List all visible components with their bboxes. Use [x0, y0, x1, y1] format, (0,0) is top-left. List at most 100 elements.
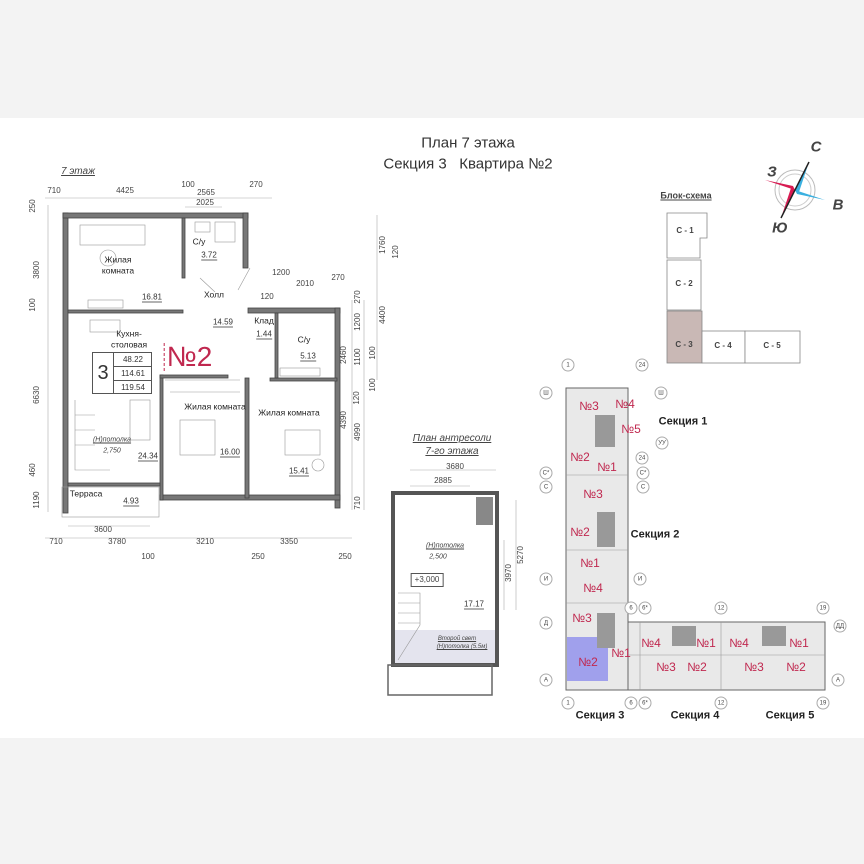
- mezzanine-ceiling-value: 2,500: [429, 553, 447, 561]
- dim: 100: [141, 552, 155, 561]
- dim: 2565: [197, 188, 215, 197]
- dim: 5270: [516, 546, 525, 564]
- dim: 250: [338, 552, 352, 561]
- key-apartment: №2: [570, 450, 590, 464]
- dim: 710: [47, 186, 61, 195]
- axis-marker: 6: [624, 696, 638, 710]
- key-apartment: №3: [572, 611, 592, 625]
- second-light-label: Второй свет: [437, 636, 477, 642]
- key-apartment: №1: [611, 646, 631, 660]
- total-area-with-terrace: 119.54: [121, 383, 145, 392]
- block-section-3[interactable]: С - 3: [675, 340, 693, 349]
- key-apartment: №4: [615, 397, 635, 411]
- room-bathroom-1-area: 3.72: [201, 250, 217, 261]
- key-apartment: №3: [744, 660, 764, 674]
- wall-cy-left: [181, 217, 186, 279]
- axis-marker: А: [539, 673, 553, 687]
- key-section-2: Секция 2: [630, 528, 680, 541]
- dim: 1190: [32, 491, 41, 509]
- mezzanine-subtitle: 7-го этажа: [425, 446, 479, 457]
- axis-marker: 12: [714, 696, 728, 710]
- wall-bed2-top: [269, 377, 338, 382]
- axis-marker: 12: [714, 601, 728, 615]
- dim: 6630: [32, 386, 41, 404]
- furniture: [61, 221, 325, 518]
- key-apartment: №4: [641, 636, 661, 650]
- key-apartment-highlighted[interactable]: №2: [578, 655, 598, 669]
- room-storage-area: 1.44: [256, 329, 272, 340]
- key-apartment: №4: [729, 636, 749, 650]
- dim: 3600: [94, 525, 112, 534]
- dim: 120: [352, 391, 361, 405]
- wall-bed1-top: [159, 374, 229, 379]
- dim: 100: [368, 378, 377, 392]
- key-apartment: №2: [570, 525, 590, 539]
- wall-terrace: [67, 482, 161, 487]
- rooms-count: 3: [97, 362, 109, 384]
- dim: 3350: [280, 537, 298, 546]
- dim: 270: [353, 290, 362, 304]
- key-section-5: Секция 5: [765, 709, 815, 722]
- room-terrace-name: Терраса: [69, 488, 103, 499]
- key-section-3: Секция 3: [575, 709, 625, 722]
- dim: 250: [251, 552, 265, 561]
- block-section-2[interactable]: С - 2: [675, 279, 693, 288]
- key-apartment: №3: [579, 399, 599, 413]
- axis-marker: И: [539, 572, 553, 586]
- axis-marker: Ш: [539, 386, 553, 400]
- dim: 1100: [353, 348, 362, 366]
- plan-title: План 7 этажа: [421, 134, 515, 152]
- living-area: 48.22: [114, 353, 152, 367]
- dim: 1200: [272, 268, 290, 277]
- room-living-1-name: Жилая комната: [101, 254, 135, 276]
- room-living-2-area: 16.00: [219, 447, 241, 458]
- key-apartment: №3: [583, 487, 603, 501]
- block-section-1[interactable]: С - 1: [676, 226, 694, 235]
- apartment-number: №2: [163, 343, 212, 371]
- axis-marker: ДД: [833, 619, 847, 633]
- axis-marker: С*: [539, 466, 553, 480]
- room-bathroom-2-name: С/у: [297, 334, 311, 345]
- room-kitchen-name: Кухня- столовая: [110, 328, 148, 350]
- mezzanine-area: 17.17: [463, 599, 485, 610]
- block-section-5[interactable]: С - 5: [763, 341, 781, 350]
- key-apartment: №5: [621, 422, 641, 436]
- mezzanine-plan: [387, 491, 499, 696]
- room-bathroom-2-area: 5.13: [300, 351, 316, 362]
- main-floor-plan: [62, 212, 341, 514]
- compass-north-label: С: [810, 138, 822, 156]
- total-area: 114.61: [114, 367, 152, 381]
- wall-bed-divider: [244, 377, 250, 499]
- dim: 4425: [116, 186, 134, 195]
- ceiling-label: (Н)потолка: [92, 436, 132, 444]
- axis-marker: А: [831, 673, 845, 687]
- axis-marker: 6: [624, 601, 638, 615]
- dim: 3970: [504, 564, 513, 582]
- dim: 270: [249, 180, 263, 189]
- area-list: 48.22 114.61 119.54: [113, 353, 152, 393]
- dim: 100: [28, 298, 37, 312]
- room-living-2-name: Жилая комната: [184, 401, 246, 412]
- axis-marker: 19: [816, 601, 830, 615]
- wall-cy-right: [242, 212, 249, 269]
- dim: 120: [391, 245, 400, 259]
- dim: 2010: [296, 279, 314, 288]
- key-apartment: №2: [786, 660, 806, 674]
- key-section-4: Секция 4: [670, 709, 720, 722]
- wall-living-kitchen: [67, 309, 184, 314]
- wall-bottom: [159, 494, 341, 501]
- axis-marker: УУ: [655, 436, 669, 450]
- ceiling-value: 2,750: [103, 447, 121, 455]
- wall-klad-top: [247, 307, 341, 314]
- axis-marker: 6*: [638, 601, 652, 615]
- room-storage-name: Клад: [254, 315, 274, 326]
- wall-right: [334, 307, 341, 509]
- second-light-ceiling: (Н)потолка (5.5м): [436, 644, 488, 650]
- room-hall-area: 14.59: [212, 317, 234, 328]
- key-apartment: №1: [597, 460, 617, 474]
- block-section-4[interactable]: С - 4: [714, 341, 732, 350]
- axis-marker: 1: [561, 358, 575, 372]
- key-apartment: №1: [696, 636, 716, 650]
- axis-marker: С: [636, 480, 650, 494]
